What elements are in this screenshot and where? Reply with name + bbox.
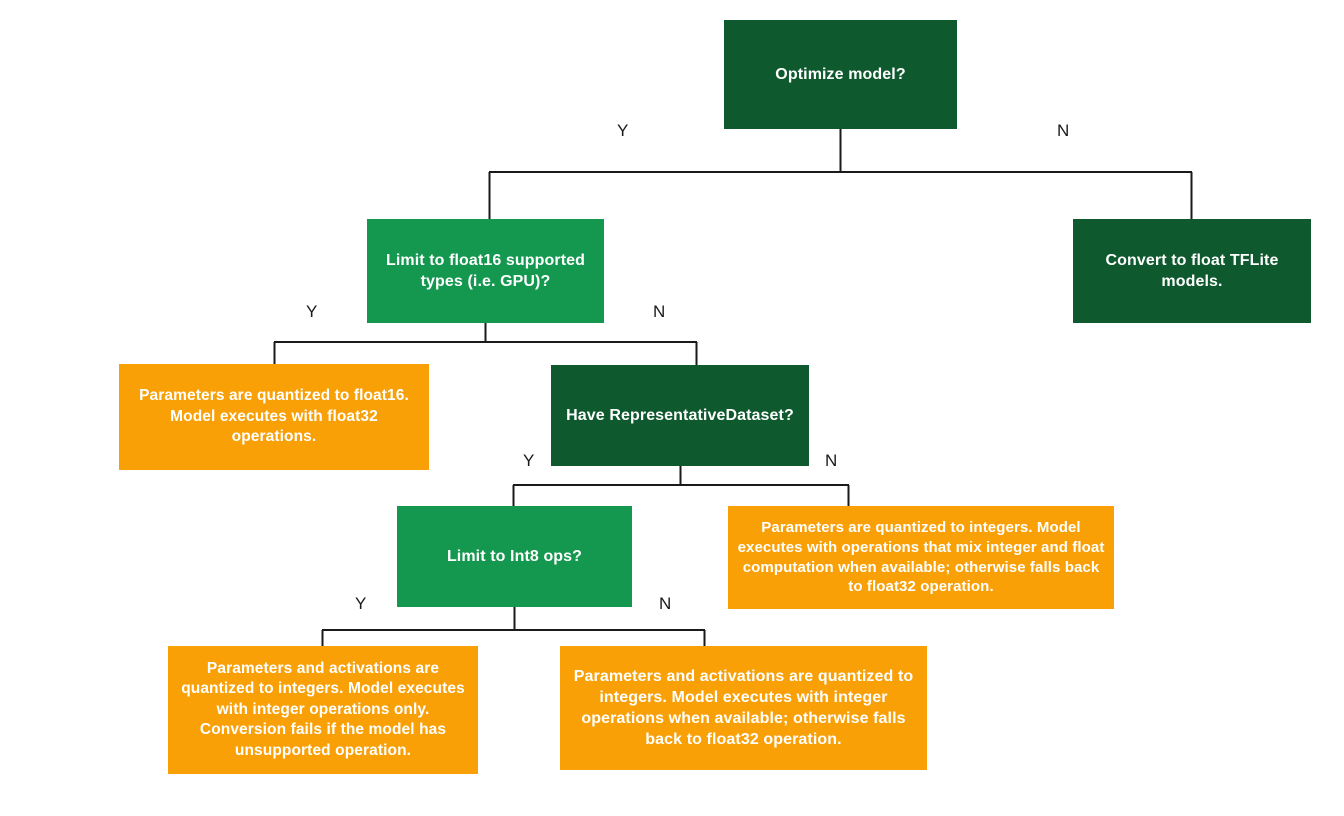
edge-label-representative-no: N — [825, 451, 838, 470]
edge-label-float16-no: N — [653, 302, 666, 321]
edge-label-float16-yes: Y — [306, 302, 318, 321]
node-float16-outcome[interactable]: Parameters are quantized to float16. Mod… — [119, 364, 429, 470]
edge-label-representative-yes: Y — [523, 451, 535, 470]
node-integer-only-outcome[interactable]: Parameters and activations are quantized… — [168, 646, 478, 774]
node-have-representative-dataset-label: Have RepresentativeDataset? — [566, 406, 794, 424]
node-optimize-model-label: Optimize model? — [775, 65, 906, 83]
node-limit-to-int8-ops-label: Limit to Int8 ops? — [446, 547, 583, 565]
edge-label-int8-yes: Y — [355, 594, 367, 613]
node-limit-float16-supported-types-label: Limit to float16 supported types (i.e. G… — [385, 251, 586, 290]
edge-label-root-yes: Y — [617, 121, 629, 140]
edge-label-int8-no: N — [659, 594, 672, 613]
node-convert-to-float-tflite[interactable]: Convert to float TFLite models. — [1073, 219, 1311, 323]
node-convert-to-float-tflite-label: Convert to float TFLite models. — [1105, 251, 1279, 290]
node-float16-outcome-label: Parameters are quantized to float16. Mod… — [139, 387, 409, 446]
node-mixed-integer-float-outcome-label: Parameters are quantized to integers. Mo… — [737, 518, 1105, 596]
node-optimize-model[interactable]: Optimize model? — [724, 20, 957, 129]
node-have-representative-dataset[interactable]: Have RepresentativeDataset? — [551, 365, 809, 466]
edge-label-root-no: N — [1057, 121, 1070, 140]
node-integer-with-float-fallback-outcome-label: Parameters and activations are quantized… — [573, 667, 914, 749]
node-integer-with-float-fallback-outcome[interactable]: Parameters and activations are quantized… — [560, 646, 927, 770]
node-limit-to-int8-ops[interactable]: Limit to Int8 ops? — [397, 506, 632, 607]
node-integer-only-outcome-label: Parameters and activations are quantized… — [181, 659, 465, 759]
node-limit-float16-supported-types[interactable]: Limit to float16 supported types (i.e. G… — [367, 219, 604, 323]
node-mixed-integer-float-outcome[interactable]: Parameters are quantized to integers. Mo… — [728, 506, 1114, 609]
